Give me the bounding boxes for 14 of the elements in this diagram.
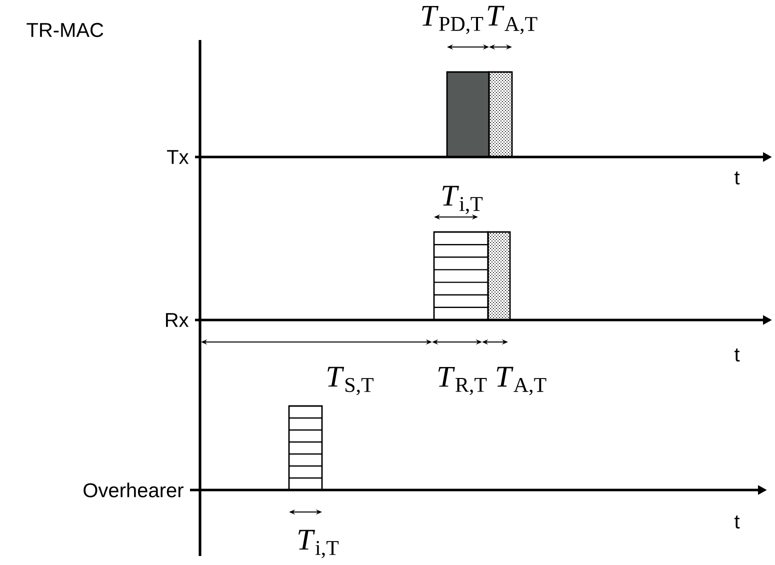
axis-label: Tx: [167, 150, 189, 164]
time-label: T$_{R,T}$: [438, 366, 487, 396]
axis-label: t: [734, 171, 740, 185]
axis-label: Rx: [166, 313, 189, 327]
time-label: T$_{i,T}$: [298, 530, 339, 558]
axis-label: Overhearer: [84, 482, 184, 498]
time-label: T$_{S,T}$: [328, 366, 374, 396]
axis-label: TR-MAC: [26, 22, 104, 38]
axis-label: t: [734, 515, 740, 529]
time-label: T$_{i,T}$: [442, 186, 483, 214]
time-label: T$_{A,T}$: [496, 366, 546, 396]
time-label: T$_{PD,T}$: [422, 6, 484, 34]
time-label: T$_{A,T}$: [488, 6, 538, 34]
axis-label: t: [734, 348, 740, 362]
